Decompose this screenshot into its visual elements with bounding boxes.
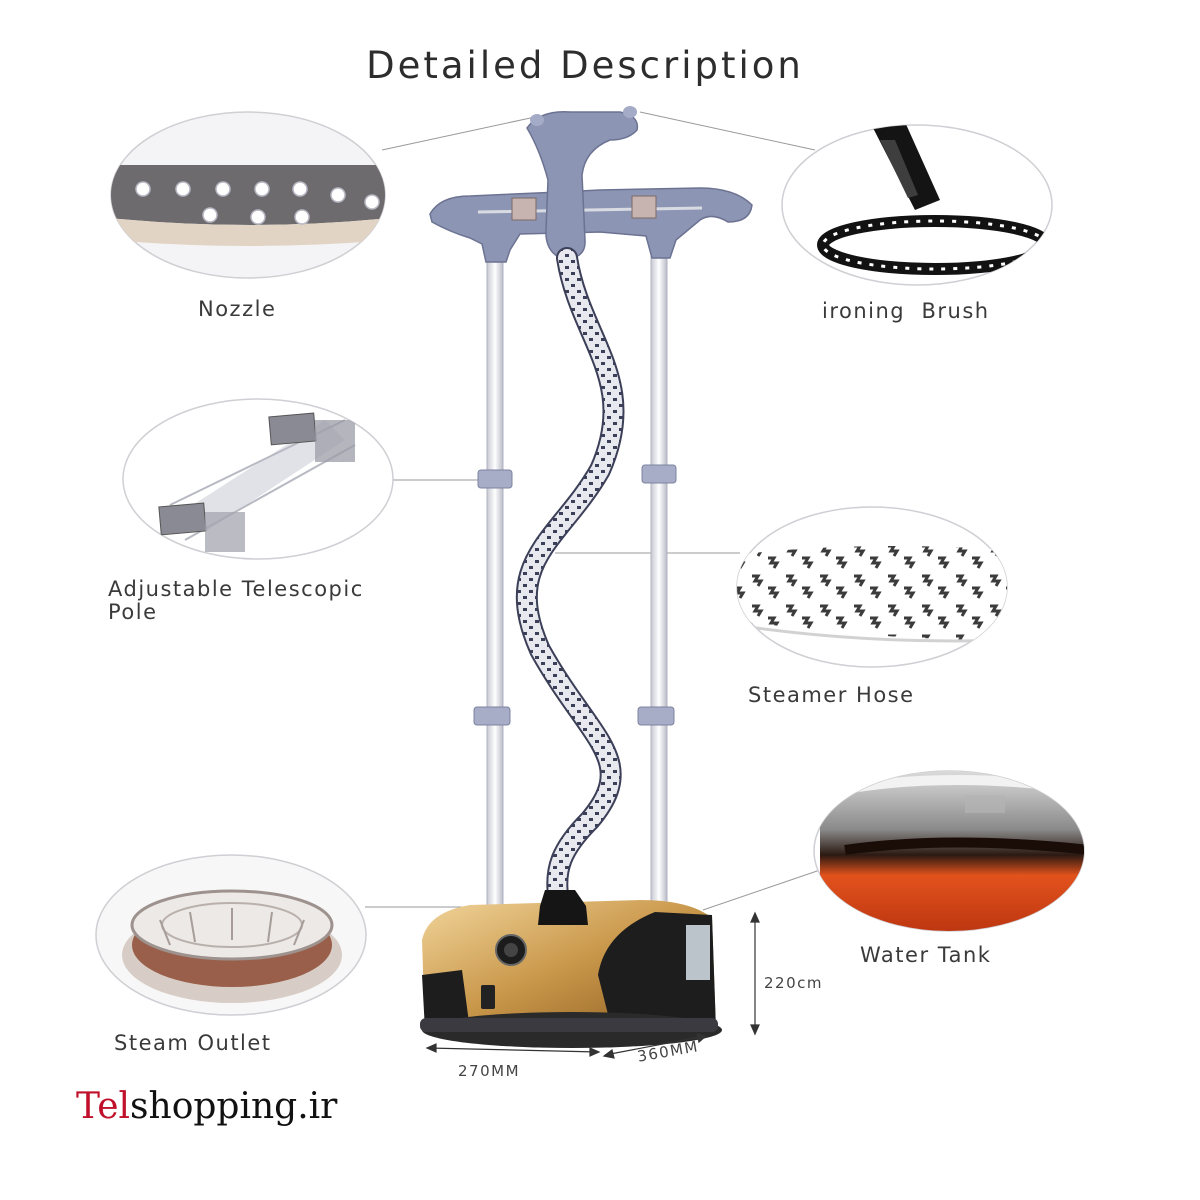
water-tank-detail-image — [813, 770, 1085, 932]
hose — [517, 249, 623, 904]
tank-window — [686, 925, 710, 980]
nozzle-detail-image — [110, 111, 386, 279]
steamer-hose-detail-image — [736, 506, 1008, 668]
hanger — [429, 187, 753, 263]
right-pole — [650, 244, 668, 911]
leader-lines — [365, 111, 821, 911]
hose-connector — [538, 890, 588, 925]
steam-outlet-label: Steam Outlet — [114, 1031, 272, 1055]
brand-watermark: Telshopping.ir — [76, 1086, 337, 1127]
telescopic-pole-label-line1: Adjustable Telescopic — [108, 577, 364, 601]
telescopic-pole-detail-image — [122, 398, 394, 560]
brand-part-domain: shopping.ir — [130, 1086, 338, 1127]
steam-outlet-detail-image — [95, 854, 367, 1016]
ironing-brush-detail-image — [781, 124, 1053, 286]
dimension-markers — [425, 911, 760, 1059]
brand-part-tel: Tel — [76, 1086, 131, 1127]
pole-clips — [473, 464, 677, 726]
telescopic-pole-label-line2: Pole — [108, 600, 158, 624]
garment-steamer — [420, 106, 753, 1048]
page-title: Detailed Description — [366, 44, 804, 87]
width-dimension: 270MM — [458, 1062, 521, 1080]
steamer-hose-label: Steamer Hose — [748, 683, 915, 707]
ironing-brush-label: ironing Brush — [822, 299, 990, 323]
height-dimension: 220cm — [764, 974, 823, 992]
left-pole — [486, 244, 504, 906]
steamer-head — [526, 111, 639, 259]
nozzle-label: Nozzle — [198, 297, 277, 321]
water-tank-label: Water Tank — [860, 943, 992, 967]
